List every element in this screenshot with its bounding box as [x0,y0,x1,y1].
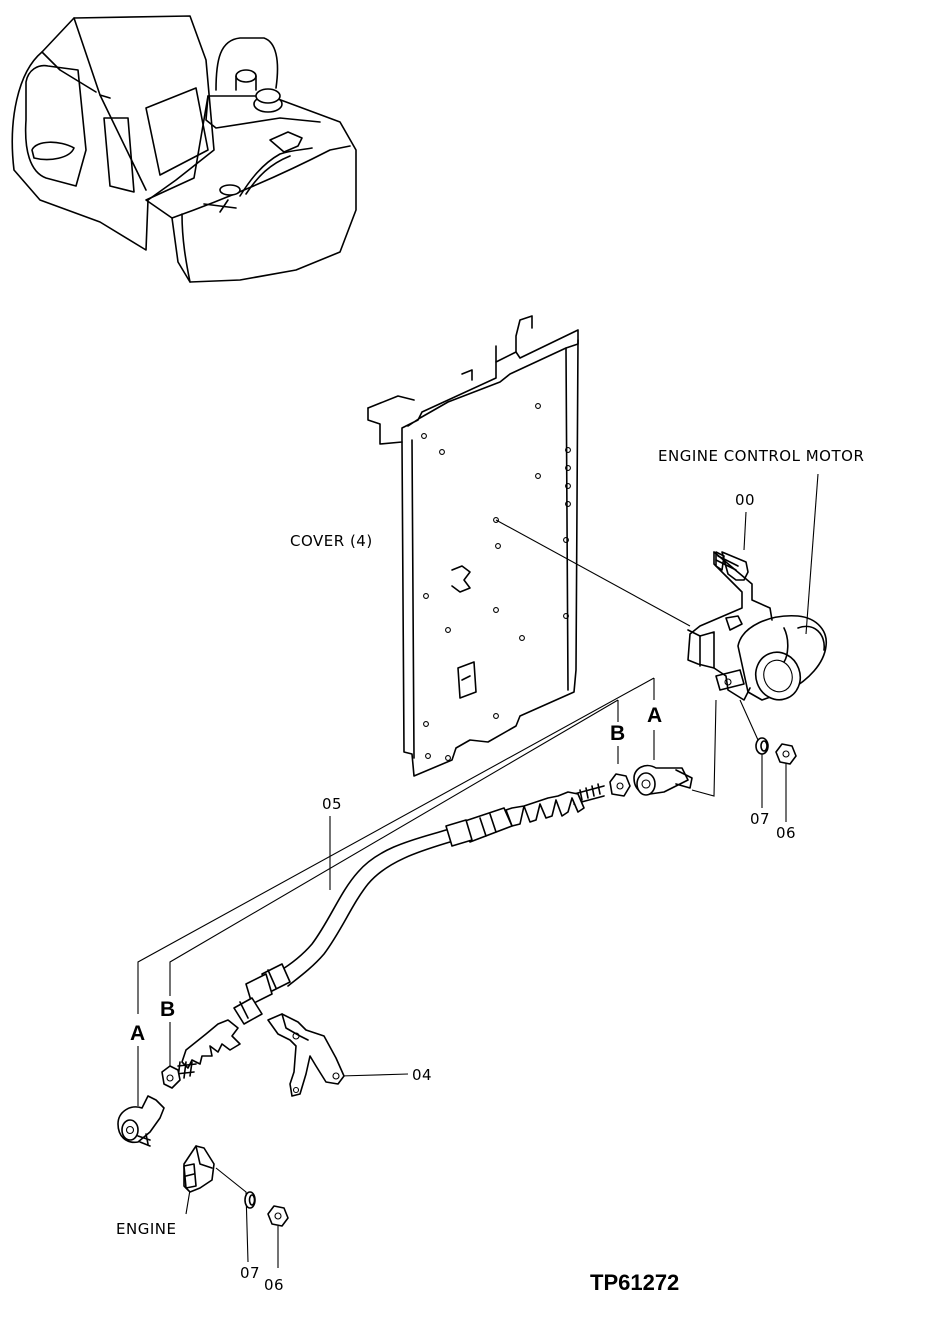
label-part-05: 05 [322,795,342,813]
label-part-07-bottom: 07 [240,1264,260,1282]
cover-panel [367,315,579,777]
label-part-00: 00 [735,491,755,509]
label-engine: ENGINE [116,1220,176,1238]
nut-washer-bottom [244,1191,289,1227]
label-point-a-top: A [647,704,662,727]
label-part-07-top: 07 [750,810,770,828]
bracket-04 [267,1013,345,1097]
label-engine-control-motor: ENGINE CONTROL MOTOR [658,447,864,465]
label-point-a-bottom: A [130,1022,145,1045]
label-point-b-top: B [610,722,625,745]
engine-lever-bracket [183,1145,215,1193]
label-part-06-bottom: 06 [264,1276,284,1294]
nut-washer-top [755,737,797,765]
label-cover: COVER (4) [290,532,373,550]
excavator-illustration [11,15,357,283]
control-cable [175,783,605,1079]
label-point-b-bottom: B [160,998,175,1021]
rod-end-bottom [117,1065,181,1147]
label-part-04: 04 [412,1066,432,1084]
rod-end-top [609,764,693,797]
engine-control-motor [687,551,827,701]
bolt-00 [715,551,749,581]
label-part-06-top: 06 [776,824,796,842]
leader-lines [137,473,819,1268]
drawing-code: TP61272 [590,1270,679,1295]
